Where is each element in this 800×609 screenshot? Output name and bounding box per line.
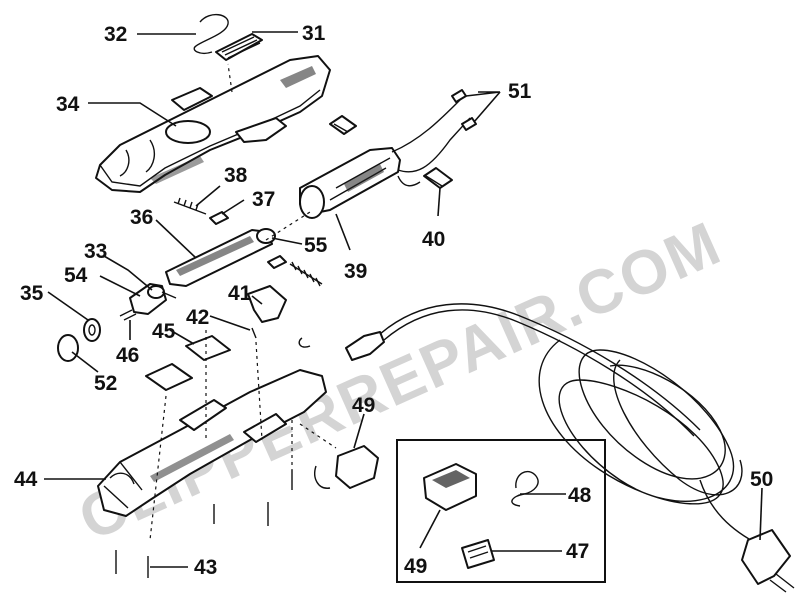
leader-lines xyxy=(44,31,763,568)
part-43-screws xyxy=(115,470,293,578)
part-34-top-housing xyxy=(95,55,331,193)
part-36-armature xyxy=(165,228,276,287)
label-38: 38 xyxy=(224,164,248,187)
part-45-pads xyxy=(145,335,231,391)
label-32: 32 xyxy=(104,23,127,46)
label-39: 39 xyxy=(344,260,367,283)
label-35: 35 xyxy=(20,282,44,305)
part-33-54-bearing xyxy=(129,283,177,315)
part-48-wire-inset xyxy=(511,470,539,507)
part-31-blade-guard xyxy=(215,33,263,61)
part-55-spring xyxy=(267,255,323,287)
part-32-spring-clip xyxy=(193,14,229,55)
part-44-bottom-housing xyxy=(97,369,327,517)
part-42-screw xyxy=(251,327,257,339)
part-49-switch xyxy=(314,445,379,489)
label-43: 43 xyxy=(194,556,217,579)
part-40-brush-pads xyxy=(329,115,453,189)
label-52: 52 xyxy=(94,372,117,395)
label-50: 50 xyxy=(750,468,773,491)
assembly-guide-lines xyxy=(149,63,337,541)
label-49-inset: 49 xyxy=(404,555,427,578)
label-48: 48 xyxy=(568,484,592,507)
label-40: 40 xyxy=(422,228,445,251)
part-46-pin xyxy=(119,309,137,321)
part-49-switch-inset xyxy=(423,463,477,511)
label-44: 44 xyxy=(14,468,38,491)
part-41-bracket xyxy=(247,285,287,323)
label-37: 37 xyxy=(252,188,275,211)
label-54: 54 xyxy=(64,264,88,287)
label-42: 42 xyxy=(186,306,209,329)
part-52-disc xyxy=(57,334,79,362)
part-37-38-screw xyxy=(173,197,229,225)
part-35-washer xyxy=(83,318,101,342)
label-45: 45 xyxy=(152,320,176,343)
callout-labels: 32 31 34 51 38 37 36 40 55 33 39 54 35 4… xyxy=(14,22,773,579)
part-50-power-cord xyxy=(298,303,795,593)
inset-box xyxy=(396,439,606,583)
label-47: 47 xyxy=(566,540,589,563)
label-41: 41 xyxy=(228,282,252,305)
label-46: 46 xyxy=(116,344,139,367)
label-33: 33 xyxy=(84,240,107,263)
label-55: 55 xyxy=(304,234,328,257)
part-47-board-inset xyxy=(461,539,495,569)
label-51: 51 xyxy=(508,80,532,103)
label-49-main: 49 xyxy=(352,394,375,417)
label-36: 36 xyxy=(130,206,153,229)
part-39-motor-coil xyxy=(299,99,471,219)
label-31: 31 xyxy=(302,22,326,45)
label-34: 34 xyxy=(56,93,80,116)
